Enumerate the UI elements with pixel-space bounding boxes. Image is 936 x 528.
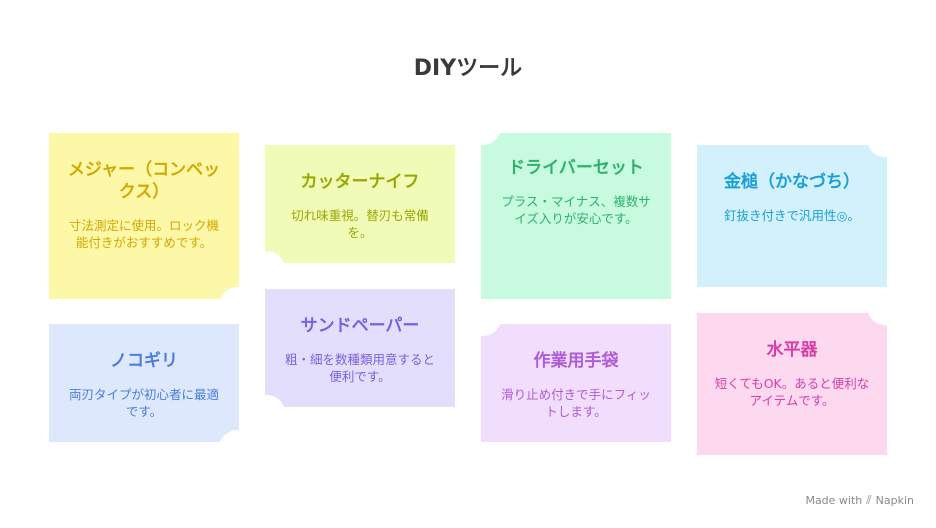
note-saw: ノコギリ 両刃タイプが初心者に最適です。 bbox=[49, 324, 245, 448]
note-desc: 滑り止め付きで手にフィットします。 bbox=[501, 387, 651, 419]
note-desc: 寸法測定に使用。ロック機能付きがおすすめです。 bbox=[68, 218, 219, 250]
note-title: サンドペーパー bbox=[300, 316, 420, 336]
brand-text: Made with bbox=[805, 494, 863, 507]
note-desc: プラス・マイナス、複数サイズ入りが安心です。 bbox=[501, 194, 651, 226]
note-driver: ドライバーセット プラス・マイナス、複数サイズ入りが安心です。 bbox=[475, 127, 671, 299]
napkin-brand[interactable]: Made with ⫽ Napkin bbox=[805, 493, 914, 508]
note-sandpaper: サンドペーパー 粗・細を数種類用意すると便利です。 bbox=[259, 289, 455, 413]
napkin-logo-icon: ⫽ bbox=[866, 493, 872, 507]
note-hammer: 金槌（かなづち） 釘抜き付きで汎用性◎。 bbox=[697, 139, 893, 287]
note-title: カッターナイフ bbox=[300, 172, 420, 192]
note-cutter: カッターナイフ 切れ味重視。替刃も常備を。 bbox=[259, 145, 455, 269]
note-desc: 釘抜き付きで汎用性◎。 bbox=[724, 208, 860, 223]
note-desc: 粗・細を数種類用意すると便利です。 bbox=[284, 352, 435, 384]
note-desc: 短くてもOK。あると便利なアイテムです。 bbox=[714, 376, 870, 408]
note-title: 作業用手袋 bbox=[533, 351, 619, 371]
note-measure: メジャー（コンベックス） 寸法測定に使用。ロック機能付きがおすすめです。 bbox=[49, 133, 245, 305]
note-title: ドライバーセット bbox=[508, 158, 644, 178]
note-desc: 切れ味重視。替刃も常備を。 bbox=[291, 208, 429, 240]
note-gloves: 作業用手袋 滑り止め付きで手にフィットします。 bbox=[475, 318, 671, 442]
note-title: 水平器 bbox=[766, 340, 818, 360]
brand-name: Napkin bbox=[875, 494, 914, 507]
note-level: 水平器 短くてもOK。あると便利なアイテムです。 bbox=[697, 307, 893, 455]
note-title: 金槌（かなづち） bbox=[724, 172, 860, 192]
note-desc: 両刃タイプが初心者に最適です。 bbox=[68, 387, 219, 419]
note-title: メジャー（コンベックス） bbox=[67, 160, 221, 202]
page-title: DIYツール bbox=[413, 56, 523, 81]
note-title: ノコギリ bbox=[110, 351, 178, 371]
